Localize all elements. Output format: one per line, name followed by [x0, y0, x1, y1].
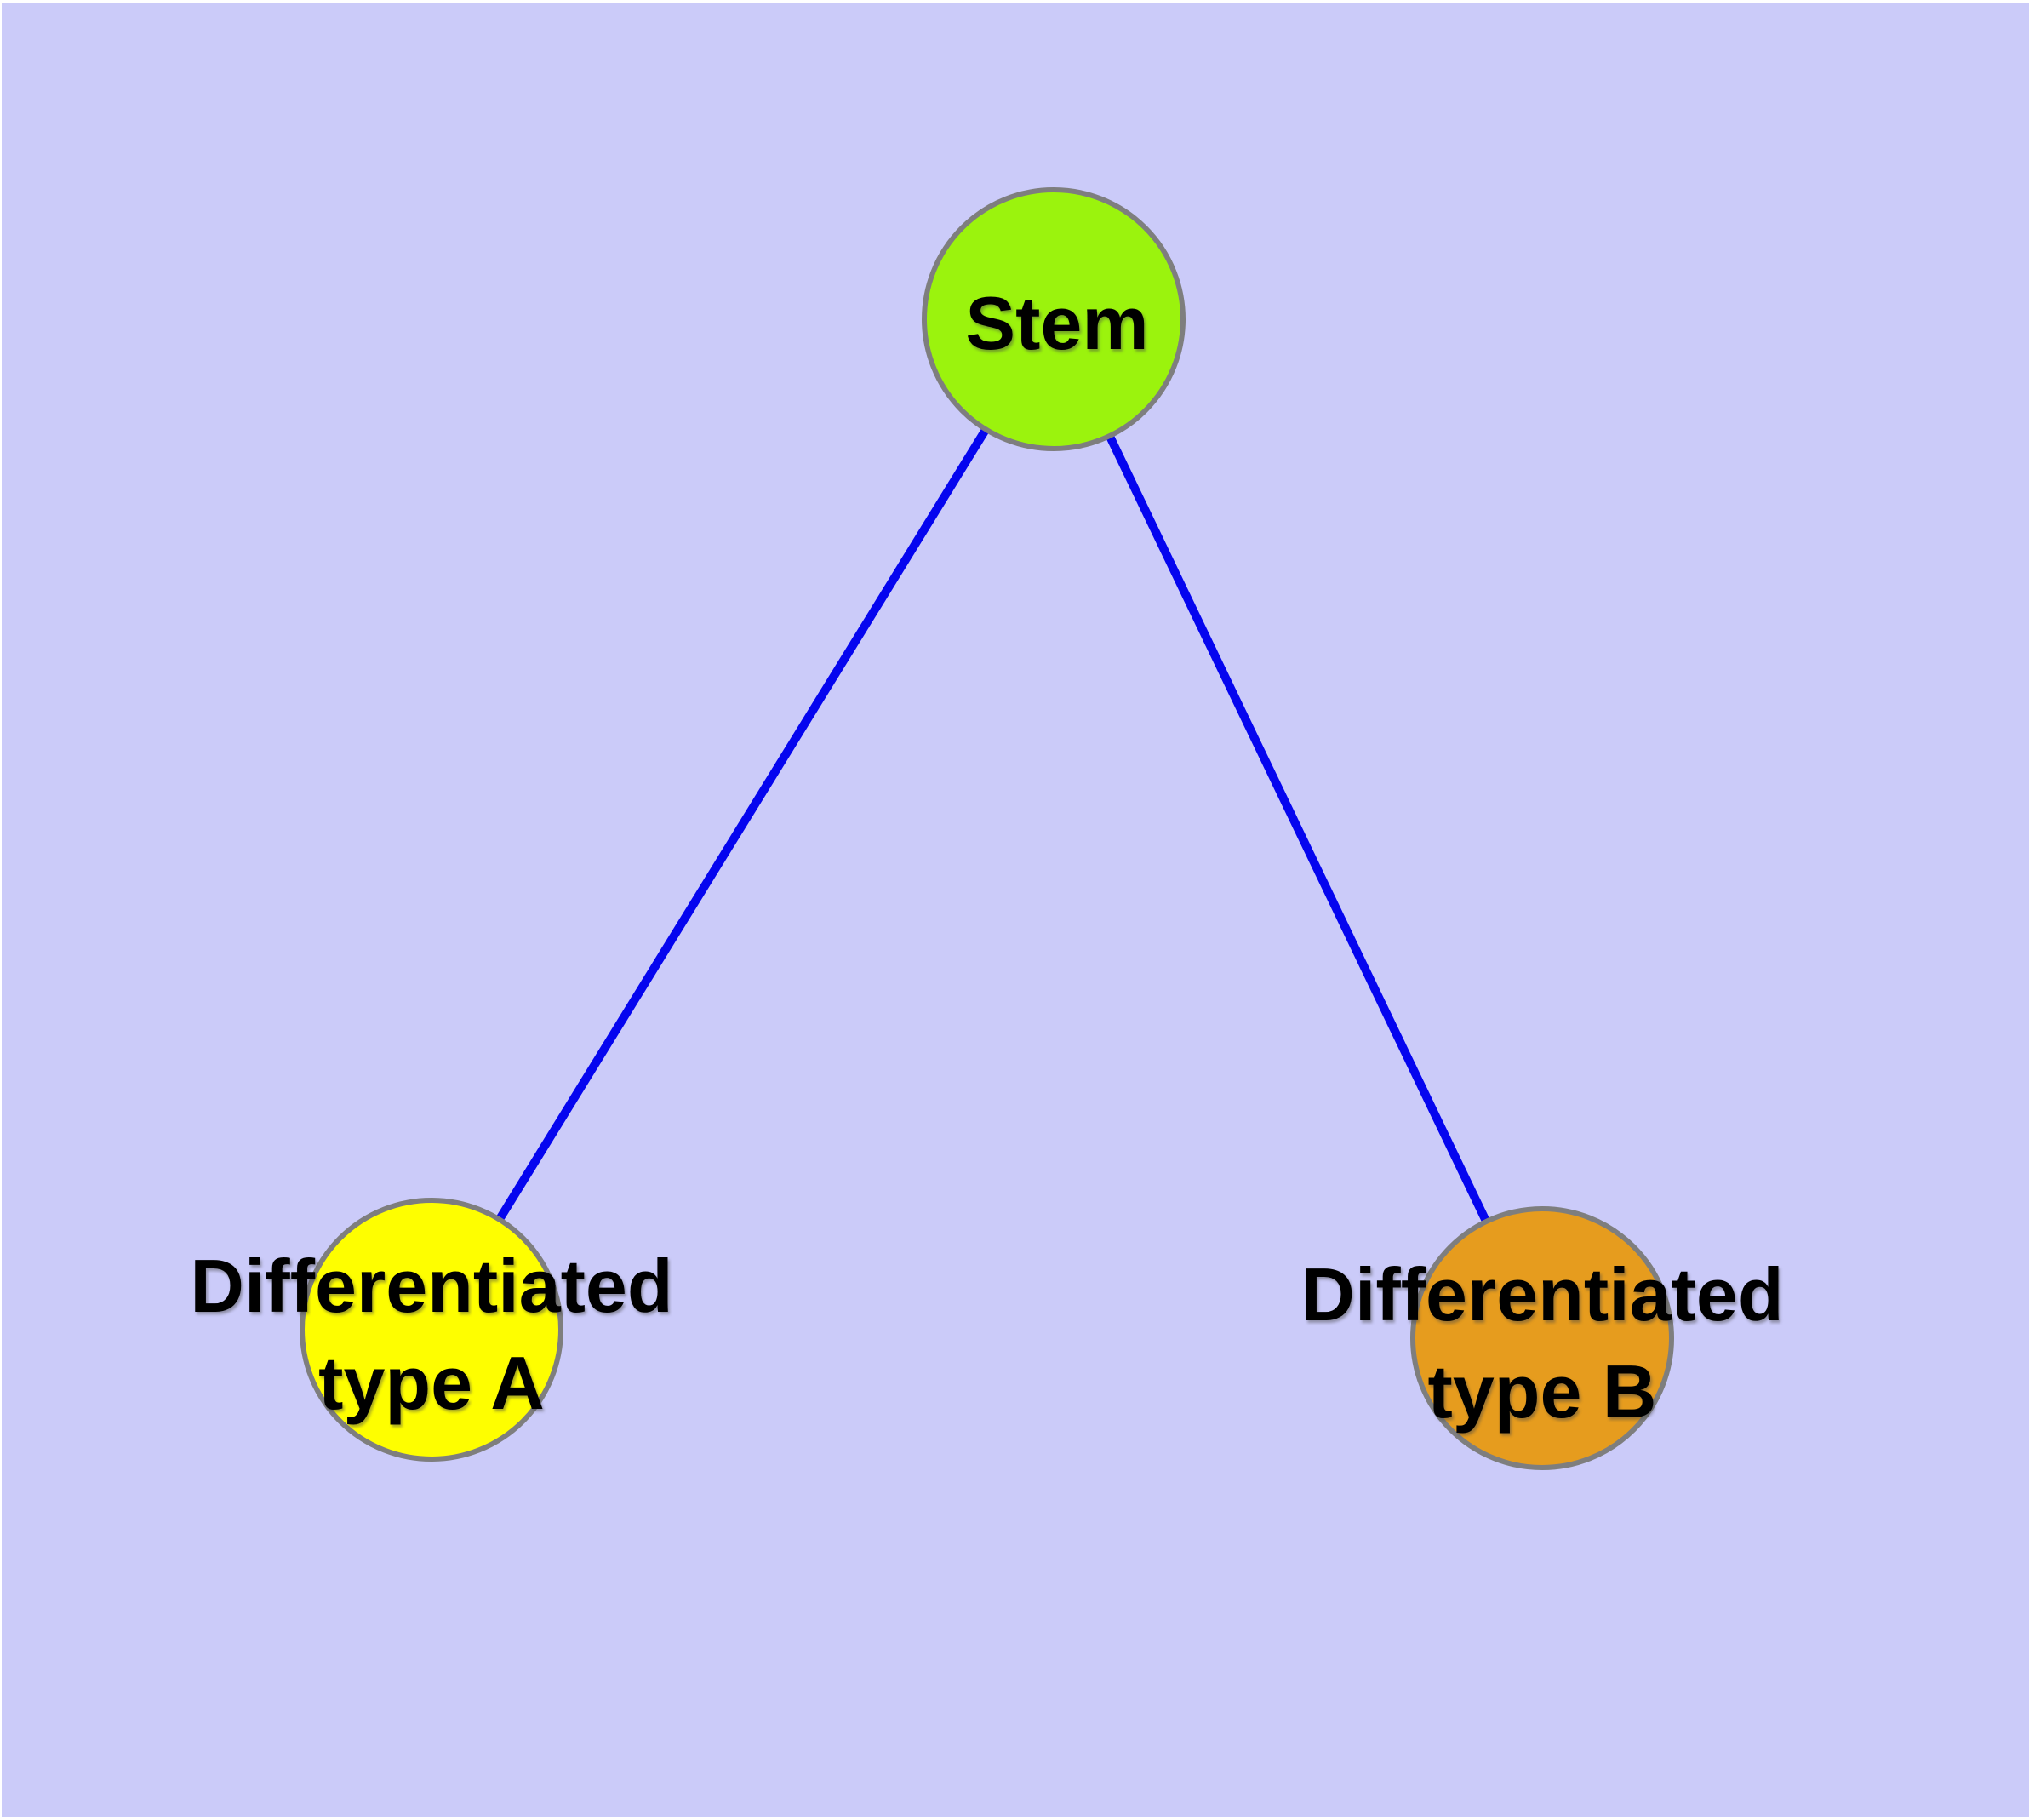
node-type-b [1410, 1206, 1674, 1470]
node-stem [922, 187, 1186, 451]
edge-stem-to-type-a-line [427, 317, 1058, 1332]
edge-stem-to-type-b-line [1049, 317, 1546, 1341]
node-type-b-circle [1410, 1206, 1674, 1470]
node-type-a [300, 1198, 563, 1462]
node-stem-circle [922, 187, 1186, 451]
node-type-a-circle [300, 1198, 563, 1462]
diagram-canvas: Stem Differentiated type A Differentiate… [2, 3, 2029, 1817]
